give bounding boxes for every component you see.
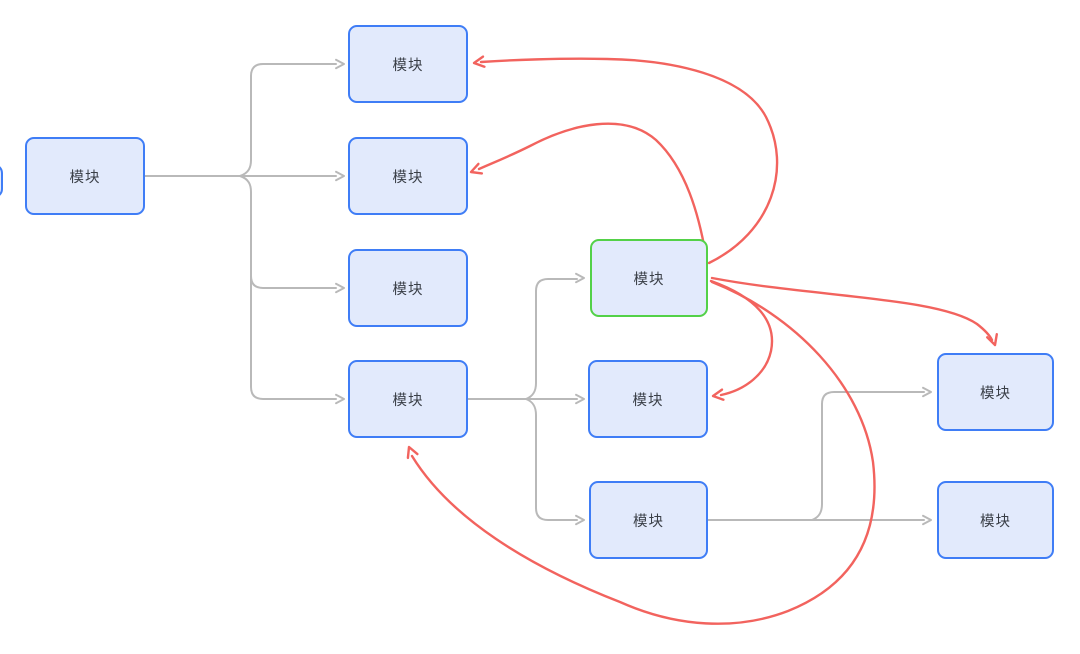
node-label: 模块 xyxy=(392,281,424,298)
node-label: 模块 xyxy=(392,392,424,409)
diagram-node-mid-node3[interactable]: 模块 xyxy=(589,481,708,559)
arrowhead-icon xyxy=(922,514,932,526)
arrowhead-icon xyxy=(711,388,725,401)
gray-edge-node4-to-mid3[interactable] xyxy=(525,398,585,526)
gray-edge-mid3-to-right2[interactable] xyxy=(707,514,932,526)
arrowhead-icon xyxy=(922,386,932,398)
node-label: 模块 xyxy=(69,169,101,186)
diagram-node-right-node1[interactable]: 模块 xyxy=(937,353,1054,431)
gray-edge-mid3-to-right1[interactable] xyxy=(811,386,932,521)
diagram-node-col2-node2[interactable]: 模块 xyxy=(348,137,468,215)
node-label: 模块 xyxy=(392,169,424,186)
node-label: 模块 xyxy=(980,385,1011,402)
red-edge-highlight-to-node4[interactable] xyxy=(406,280,876,625)
red-edge-highlight-to-node2[interactable] xyxy=(469,122,708,258)
diagram-node-mid-node2[interactable]: 模块 xyxy=(588,360,708,438)
gray-edge-node4-to-mid2[interactable] xyxy=(525,393,585,405)
arrowhead-icon xyxy=(472,55,486,68)
arrowhead-icon xyxy=(575,393,585,405)
node-label: 模块 xyxy=(633,271,665,288)
arrowhead-icon xyxy=(469,162,484,175)
node-label: 模块 xyxy=(980,513,1011,530)
arrowhead-icon xyxy=(335,58,345,70)
arrowhead-icon xyxy=(575,272,585,284)
arrowhead-icon xyxy=(406,445,419,460)
diagram-node-highlighted-mid-highlight[interactable]: 模块 xyxy=(590,239,708,317)
red-edge-highlight-to-mid2[interactable] xyxy=(709,279,774,401)
node-label: 模块 xyxy=(632,392,664,409)
red-edge-highlight-to-right1[interactable] xyxy=(710,276,998,347)
arrowhead-icon xyxy=(335,393,345,405)
node-label: 模块 xyxy=(392,57,424,74)
arrowhead-icon xyxy=(335,170,345,182)
diagram-node-col2-node1[interactable]: 模块 xyxy=(348,25,468,103)
gray-edge-root-to-node2[interactable] xyxy=(239,170,345,182)
diagram-node-col2-node4[interactable]: 模块 xyxy=(348,360,468,438)
node-label: 模块 xyxy=(633,513,664,530)
gray-edge-root-to-node4[interactable] xyxy=(239,175,345,405)
arrowhead-icon xyxy=(575,514,585,526)
diagram-node-root[interactable]: 模块 xyxy=(25,137,145,215)
red-edge-highlight-to-node1[interactable] xyxy=(472,55,779,265)
diagram-node-right-node2[interactable]: 模块 xyxy=(937,481,1054,559)
gray-edge-root-to-node1[interactable] xyxy=(239,58,345,177)
gray-edge-node4-to-highlight[interactable] xyxy=(525,272,585,400)
arrowhead-icon xyxy=(986,333,998,347)
arrowhead-icon xyxy=(335,282,345,294)
gray-edge-root-to-node3[interactable] xyxy=(250,275,345,294)
diagram-node-col2-node3[interactable]: 模块 xyxy=(348,249,468,327)
